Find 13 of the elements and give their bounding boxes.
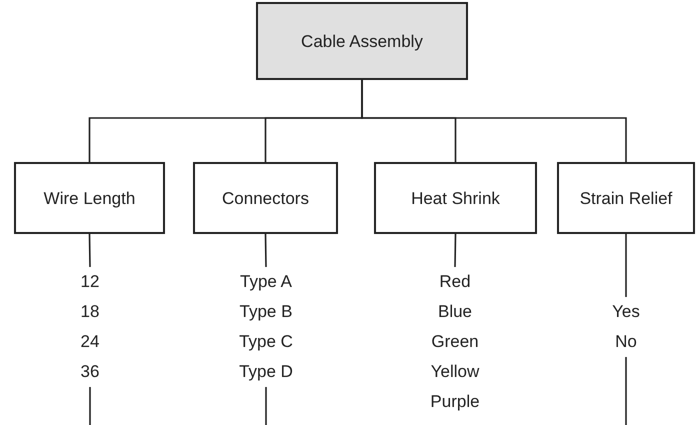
category-box: Wire Length: [14, 162, 165, 234]
connector-line: [625, 357, 627, 425]
root-box: Cable Assembly: [256, 2, 468, 80]
connector-line: [89, 387, 91, 425]
connector-line: [454, 234, 456, 268]
category-box: Heat Shrink: [374, 162, 537, 234]
connector-line: [88, 234, 91, 268]
connector-line: [361, 80, 627, 162]
category-box: Strain Relief: [557, 162, 695, 234]
connector-line: [265, 387, 267, 425]
connector-line: [625, 234, 627, 297]
connector-line: [264, 234, 267, 268]
category-box: Connectors: [193, 162, 338, 234]
